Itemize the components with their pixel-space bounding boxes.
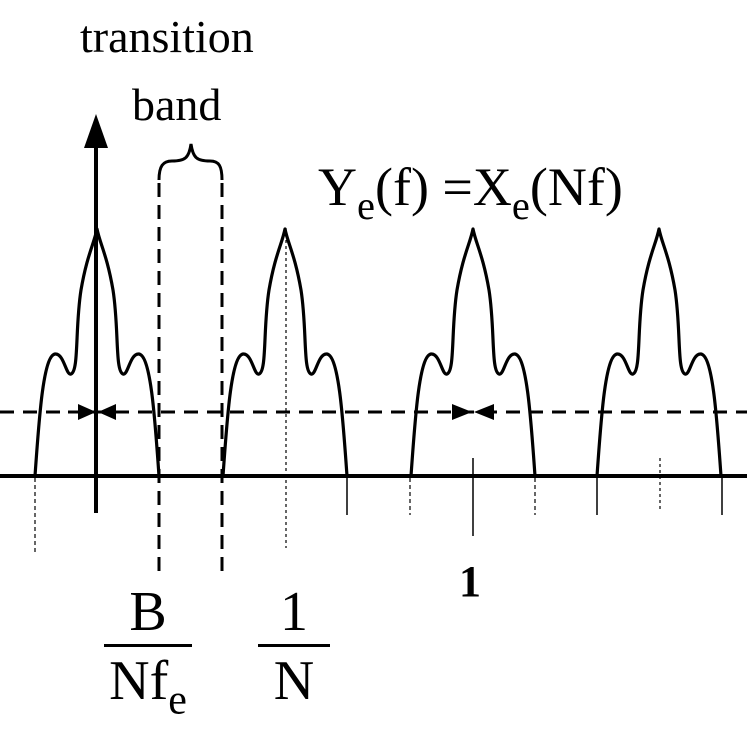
spectral-lobes <box>33 227 723 477</box>
fraction-left-den-subscript: e <box>168 677 187 724</box>
spectral-lobe-2 <box>221 227 349 477</box>
spectral-lobe-3 <box>409 227 537 477</box>
transition-label-line2: band <box>132 79 222 130</box>
fraction-right-numerator: 1 <box>280 581 308 643</box>
width-arrowhead-right-2 <box>474 404 494 420</box>
width-arrowhead-left-1 <box>78 404 96 420</box>
spectral-lobe-4 <box>595 227 723 477</box>
width-arrowhead-right-1 <box>98 404 116 420</box>
spectral-lobe-1 <box>33 227 161 477</box>
width-arrowhead-left-2 <box>452 404 472 420</box>
fraction-1-over-n: 1 N <box>258 584 330 709</box>
fraction-right-denominator: N <box>273 650 315 712</box>
fraction-right-bar <box>258 644 330 647</box>
transition-band-brace <box>157 143 224 181</box>
fraction-left-den-text: Nf <box>109 650 169 712</box>
amplitude-axis-arrowhead <box>84 114 108 148</box>
equation-lhs: Y <box>318 157 357 217</box>
fraction-left-numerator: B <box>129 581 167 643</box>
equation-lhs-arg: (f) =X <box>374 157 512 217</box>
transition-label-line1: transition <box>80 11 254 62</box>
tick-label-one: 1 <box>459 557 481 606</box>
equation-label: Ye(f) =Xe(Nf) <box>318 160 623 227</box>
fraction-left-denominator: Nfe <box>109 650 187 722</box>
fraction-left-bar <box>104 644 192 647</box>
equation-lhs-subscript: e <box>357 183 375 229</box>
equation-rhs-arg: (Nf) <box>529 157 623 217</box>
fraction-b-over-nfe: B Nfe <box>104 584 192 722</box>
equation-rhs-subscript: e <box>511 183 530 229</box>
